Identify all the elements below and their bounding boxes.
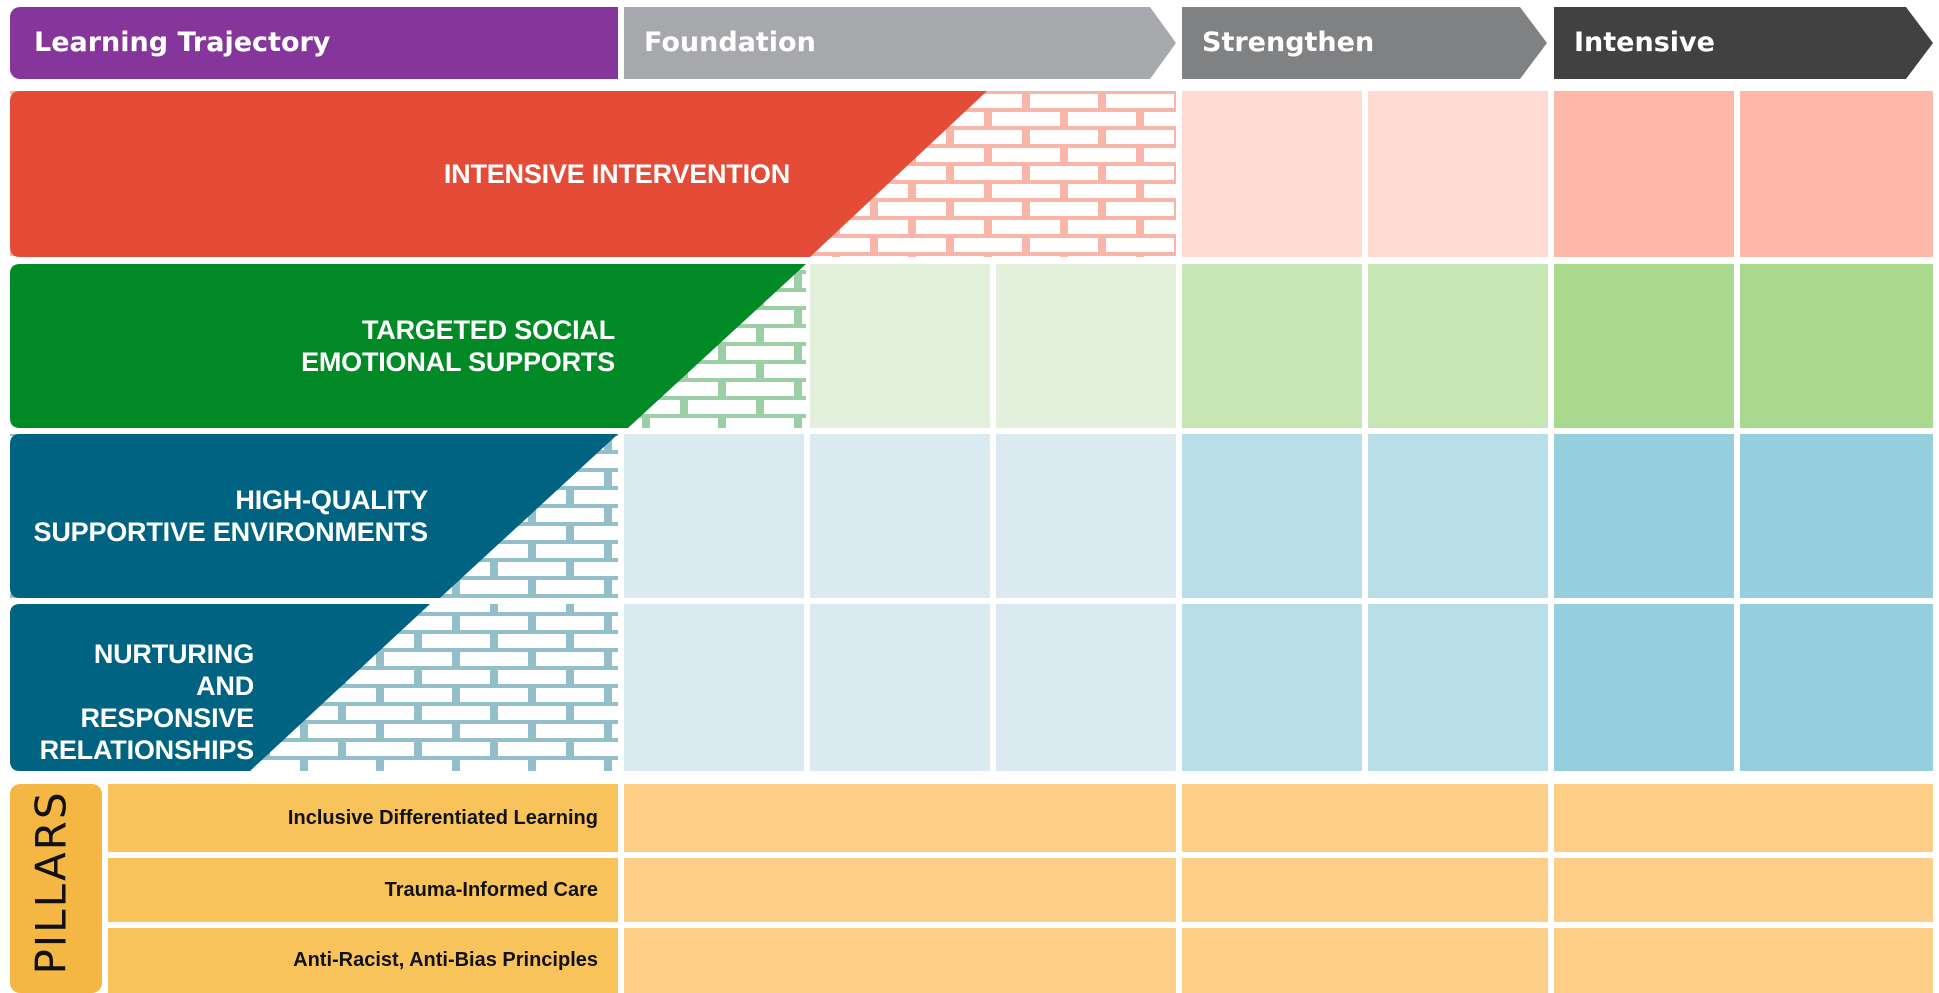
pillar3-label-cell — [108, 928, 618, 993]
pillar-inclusive-learning-label: Inclusive Differentiated Learning — [287, 807, 598, 829]
pillars-title-text: PILLARS — [26, 789, 76, 975]
row3-foundation-cell-1 — [624, 434, 804, 598]
row1-intensive-cell-1 — [1554, 91, 1734, 257]
pillar2-strengthen-cell — [1182, 858, 1548, 922]
intensive-arrow — [1554, 7, 1933, 79]
row3-strengthen-cell-2 — [1368, 434, 1548, 598]
tier-intensive-intervention-label: INTENSIVE INTERVENTION — [443, 159, 790, 189]
header-learning-trajectory: Learning Trajectory — [10, 7, 618, 79]
header-arrows — [624, 7, 1933, 79]
pillar1-strengthen-cell — [1182, 784, 1548, 852]
pillar3-foundation-cell — [624, 928, 1176, 993]
pillars-title: PILLARS — [2, 780, 100, 984]
row2-intensive-cell-1 — [1554, 264, 1734, 428]
row2-strengthen-cell-2 — [1368, 264, 1548, 428]
row3-intensive-cell-1 — [1554, 434, 1734, 598]
strengthen-label: Strengthen — [1202, 27, 1375, 58]
pillar1-intensive-cell — [1554, 784, 1933, 852]
foundation-label: Foundation — [644, 27, 816, 58]
pillar3-strengthen-cell — [1182, 928, 1548, 993]
tier-targeted-supports-label: TARGETED SOCIAL EMOTIONAL SUPPORTS — [301, 315, 615, 377]
row3-tier-banner — [10, 434, 618, 598]
pillar-trauma-informed-label: Trauma-Informed Care — [384, 879, 598, 901]
row4-strengthen-cell-1 — [1182, 604, 1362, 771]
row4-tier-banner — [10, 604, 430, 771]
row4-intensive-cell-1 — [1554, 604, 1734, 771]
pillars-title-box — [10, 784, 102, 993]
row3-intensive-cell-2 — [1740, 434, 1933, 598]
row1-tier-banner — [10, 91, 987, 257]
row1-strengthen-cell-2 — [1368, 91, 1548, 257]
strengthen-arrow — [1182, 7, 1547, 79]
row3-strengthen-cell-1 — [1182, 434, 1362, 598]
header-foundation: Foundation — [624, 7, 1124, 79]
row4-foundation-cell-1 — [624, 604, 804, 771]
row4-foundation-cell-3 — [996, 604, 1176, 771]
pillar-anti-bias-label: Anti-Racist, Anti-Bias Principles — [293, 949, 598, 971]
row2-foundation-cell-1 — [810, 264, 990, 428]
row2-strengthen-cell-1 — [1182, 264, 1362, 428]
tier-high-quality-environments-label: HIGH-QUALITY SUPPORTIVE ENVIRONMENTS — [33, 485, 429, 547]
row2-intensive-cell-2 — [1740, 264, 1933, 428]
pillar3-intensive-cell — [1554, 928, 1933, 993]
row2-tier-banner — [10, 264, 806, 428]
row1-intensive-cell-2 — [1740, 91, 1933, 257]
row2-foundation-cell-2 — [996, 264, 1176, 428]
row4-strengthen-cell-2 — [1368, 604, 1548, 771]
intensive-label: Intensive — [1574, 27, 1715, 58]
foundation-arrow — [624, 7, 1176, 79]
header-intensive: Intensive — [1554, 7, 1884, 79]
header-strengthen: Strengthen — [1182, 7, 1502, 79]
pillar1-foundation-cell — [624, 784, 1176, 852]
row4-intensive-cell-2 — [1740, 604, 1933, 771]
pillar2-intensive-cell — [1554, 858, 1933, 922]
tier-nurturing-relationships-label: NURTURING AND RESPONSIVE RELATIONSHIPS — [39, 639, 255, 765]
row3-foundation-cell-2 — [810, 434, 990, 598]
pillar1-label-cell — [108, 784, 618, 852]
pillar2-foundation-cell — [624, 858, 1176, 922]
row1-strengthen-cell-1 — [1182, 91, 1362, 257]
row4-foundation-cell-2 — [810, 604, 990, 771]
row3-foundation-cell-3 — [996, 434, 1176, 598]
learning-trajectory-label: Learning Trajectory — [34, 27, 331, 58]
pillar2-label-cell — [108, 858, 618, 922]
